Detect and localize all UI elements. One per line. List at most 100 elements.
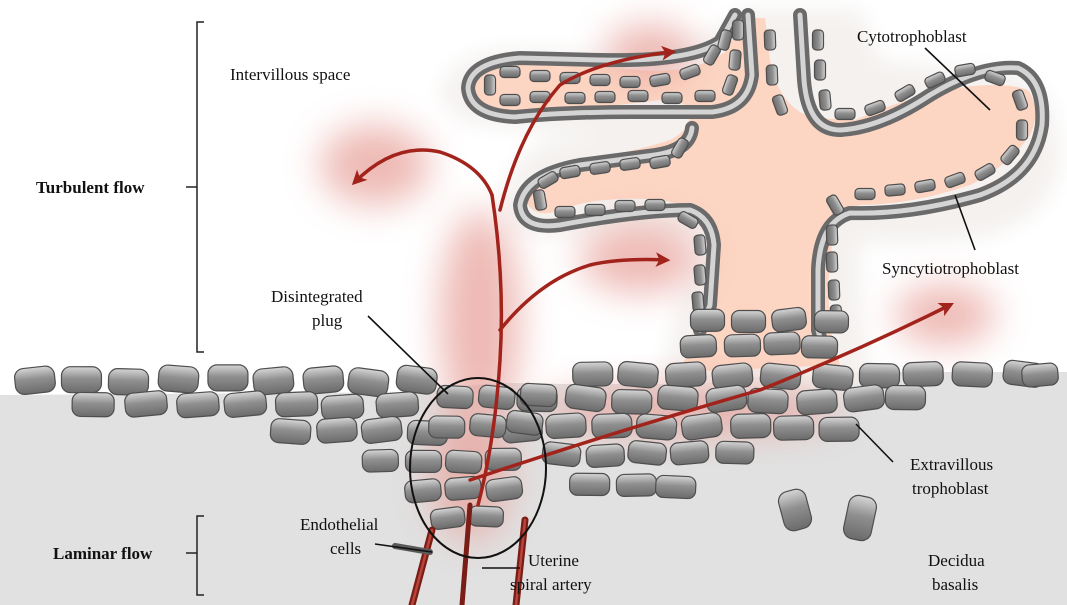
extravillous-cell — [564, 383, 607, 412]
extravillous-cell — [573, 362, 613, 387]
extravillous-cell — [275, 391, 318, 417]
label-syncytiotrophoblast: Syncytiotrophoblast — [882, 259, 1019, 278]
cytotrophoblast-cell — [595, 92, 615, 103]
cytotrophoblast-cell — [815, 60, 826, 80]
label-decidua-line2: basalis — [932, 575, 978, 594]
label-uterine-line1: Uterine — [528, 551, 579, 570]
cytotrophoblast-cell — [694, 265, 707, 286]
extravillous-cell — [814, 311, 848, 334]
cytotrophoblast-cell — [628, 91, 648, 102]
label-endothelial-line1: Endothelial — [300, 515, 379, 534]
cytotrophoblast-cell — [590, 75, 610, 86]
cytotrophoblast-cell — [619, 157, 640, 171]
extravillous-cell — [885, 385, 925, 409]
cytotrophoblast-cell — [729, 50, 742, 71]
extravillous-cell — [124, 390, 168, 418]
cytotrophoblast-cell — [589, 161, 610, 175]
extravillous-cell — [375, 391, 419, 418]
cytotrophoblast-cell — [733, 20, 744, 40]
blood-glow — [895, 285, 995, 345]
extravillous-cell — [819, 417, 859, 442]
cytotrophoblast-cell — [695, 91, 715, 102]
extravillous-cell — [208, 365, 248, 391]
cytotrophoblast-cell — [694, 235, 707, 256]
label-disintegrated-plug-line1: Disintegrated — [271, 287, 363, 306]
extravillous-cell — [360, 416, 403, 445]
cytotrophoblast-cell — [662, 93, 682, 104]
extravillous-cell — [903, 361, 944, 387]
label-endothelial-line2: cells — [330, 539, 361, 558]
extravillous-cell — [395, 364, 438, 395]
extravillous-cell — [469, 506, 504, 527]
extravillous-cell — [859, 363, 899, 388]
extravillous-cell — [680, 334, 717, 358]
extravillous-cell — [773, 415, 814, 440]
extravillous-cell — [801, 336, 837, 359]
cytotrophoblast-cell — [826, 225, 838, 245]
label-cytotrophoblast: Cytotrophoblast — [857, 27, 967, 46]
extravillous-cell — [72, 392, 114, 417]
extravillous-cell — [14, 365, 57, 395]
extravillous-cell — [158, 364, 200, 393]
cytotrophoblast-cell — [828, 280, 840, 300]
extravillous-cell — [429, 416, 465, 438]
cytotrophoblast-cell — [835, 109, 855, 120]
extravillous-cell — [843, 384, 886, 413]
extravillous-cell — [108, 368, 149, 395]
cytotrophoblast-cell — [620, 77, 640, 88]
extravillous-cell — [485, 476, 524, 503]
extravillous-cell — [362, 449, 399, 472]
extravillous-cell — [724, 334, 761, 357]
label-extravillous-line2: trophoblast — [912, 479, 989, 498]
extravillous-cell — [771, 307, 807, 333]
extravillous-cell — [176, 391, 220, 418]
label-disintegrated-plug-line2: plug — [312, 311, 343, 330]
extravillous-cell — [404, 478, 442, 503]
extravillous-cell — [270, 418, 312, 445]
turbulent-bracket — [186, 22, 204, 352]
cytotrophoblast-cell — [766, 65, 778, 85]
label-uterine-line2: spiral artery — [510, 575, 592, 594]
extravillous-cell — [586, 443, 625, 467]
extravillous-cell — [505, 410, 544, 437]
cytotrophoblast-cell — [764, 30, 776, 50]
extravillous-cell — [657, 385, 699, 412]
cytotrophoblast-cell — [826, 252, 838, 272]
cytotrophoblast-cell — [615, 201, 635, 212]
extravillous-cell — [302, 365, 344, 395]
extravillous-cell — [469, 413, 507, 438]
cytotrophoblast-cell — [565, 93, 585, 104]
extravillous-cell — [611, 389, 652, 414]
extravillous-cell — [347, 367, 390, 398]
cytotrophoblast-cell — [813, 30, 824, 50]
label-intervillous-space: Intervillous space — [230, 65, 350, 84]
extravillous-cell — [716, 441, 755, 464]
extravillous-cell — [665, 361, 706, 388]
extravillous-cell — [321, 394, 365, 421]
extravillous-cell — [61, 367, 101, 393]
cytotrophoblast-cell — [885, 184, 906, 197]
extravillous-cell — [730, 413, 771, 438]
cytotrophoblast-cell — [1017, 120, 1028, 140]
label-extravillous-line1: Extravillous — [910, 455, 993, 474]
extravillous-cell — [570, 473, 610, 495]
extravillous-cell — [616, 474, 656, 497]
extravillous-cell — [316, 417, 358, 444]
cytotrophoblast-cell — [555, 207, 575, 218]
cytotrophoblast-cell — [585, 205, 605, 216]
extravillous-cell — [952, 361, 993, 387]
cytotrophoblast-cell — [530, 71, 550, 82]
extravillous-cell — [430, 506, 466, 530]
extravillous-cell — [670, 440, 710, 465]
cytotrophoblast-cell — [500, 67, 520, 78]
extravillous-cell — [690, 309, 724, 331]
extravillous-cell — [680, 412, 723, 441]
extravillous-cell — [655, 475, 696, 499]
decidual-cell — [1021, 362, 1059, 387]
extravillous-cell — [627, 440, 667, 466]
extravillous-cell — [545, 413, 586, 439]
extravillous-cell — [731, 310, 765, 332]
label-laminar-flow: Laminar flow — [53, 544, 153, 563]
